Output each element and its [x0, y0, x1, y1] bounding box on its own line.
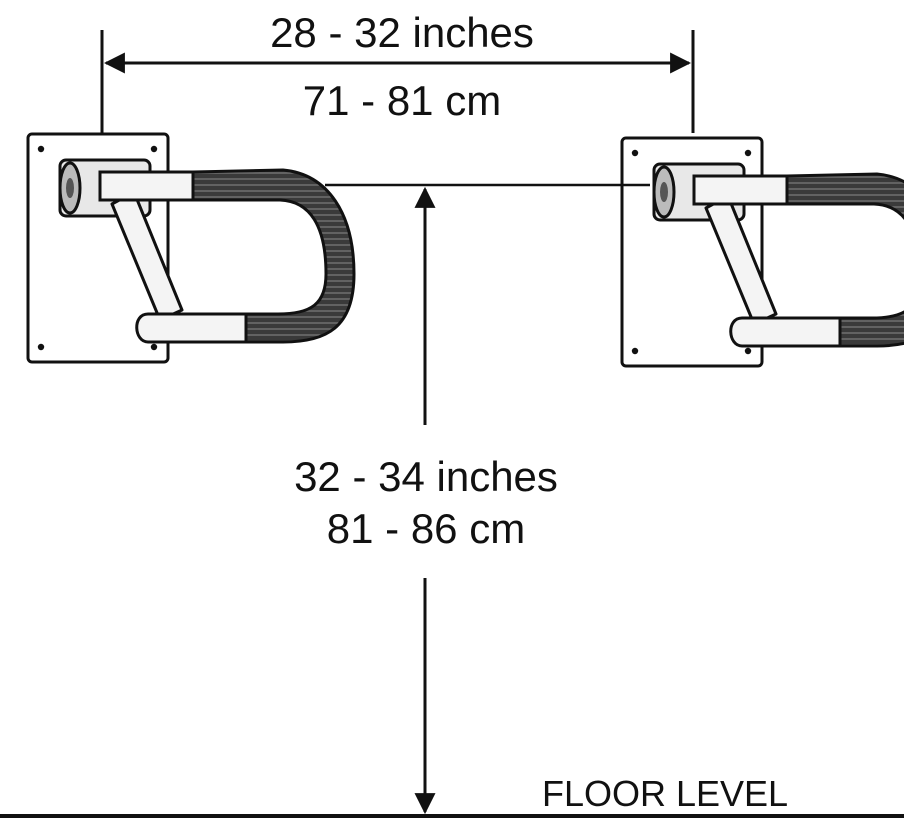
grab-bar-right-icon: [620, 136, 904, 368]
floor-level-label: FLOOR LEVEL: [541, 773, 789, 814]
grab-bar-left-icon: [26, 132, 356, 364]
width-cm-label: 71 - 81 cm: [302, 77, 502, 124]
height-cm-label: 81 - 86 cm: [326, 505, 526, 552]
height-inches-label: 32 - 34 inches: [294, 453, 558, 500]
width-inches-label: 28 - 32 inches: [270, 9, 534, 56]
